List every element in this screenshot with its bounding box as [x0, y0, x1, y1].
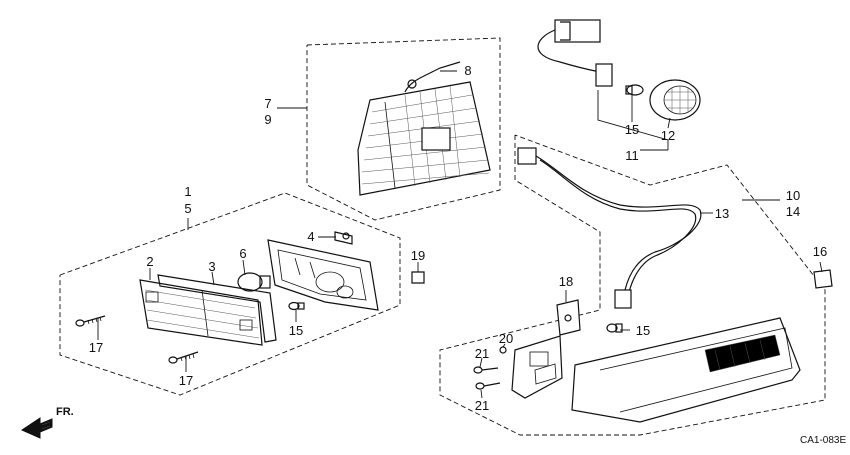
callout-18: 18: [559, 274, 573, 289]
callout-17-lower: 17: [179, 373, 193, 388]
diagram-code: CA1-083E: [800, 435, 846, 446]
grommet: [813, 269, 833, 289]
callout-21-lower: 21: [475, 398, 489, 413]
callout-8: 8: [464, 63, 471, 78]
screw-17-lower: [168, 351, 199, 364]
callout-labels: 1 5 2 3 6 4 19 17 17 15 7 9 8 15 12 11 1…: [89, 63, 827, 413]
callout-9: 9: [264, 112, 271, 127]
callout-4: 4: [307, 229, 314, 244]
front-lens-gasket: [157, 274, 277, 343]
rear-lamp-assembly-boundary: [439, 134, 826, 436]
leader-lines: [97, 70, 823, 399]
front-lamp-assembly-boundary: [59, 192, 401, 396]
callout-7: 7: [264, 96, 271, 111]
front-small-bulb: [288, 301, 305, 311]
rear-mount-plate: [511, 335, 563, 399]
callout-3: 3: [208, 259, 215, 274]
callout-21-upper: 21: [475, 346, 489, 361]
clip-nut: [411, 271, 425, 284]
screw-17-upper: [75, 315, 106, 327]
callout-16: 16: [813, 244, 827, 259]
front-bulb: [237, 272, 271, 292]
side-marker-bulb: [625, 84, 644, 96]
callout-15-side: 15: [625, 122, 639, 137]
callout-14: 14: [786, 204, 800, 219]
front-direction-arrow-icon: [20, 417, 53, 439]
callout-11: 11: [625, 148, 639, 163]
callout-15-front: 15: [289, 323, 303, 338]
side-marker-lens: [649, 79, 701, 121]
callout-19: 19: [411, 248, 425, 263]
corner-lamp: [357, 81, 491, 196]
rear-lamp: [571, 317, 801, 423]
callout-13: 13: [715, 206, 729, 221]
front-clip: [334, 231, 353, 245]
callout-2: 2: [146, 254, 153, 269]
corner-lamp-assembly-boundary: [306, 37, 501, 221]
rear-small-bulb: [606, 323, 623, 333]
callout-15-rear: 15: [636, 323, 650, 338]
front-lens: [139, 279, 263, 346]
corner-socket-wire: [404, 61, 461, 93]
screw-20: [499, 346, 507, 354]
callout-6: 6: [239, 246, 246, 261]
callout-1: 1: [184, 184, 191, 199]
callout-12: 12: [661, 128, 675, 143]
side-marker-socket: [595, 63, 613, 87]
screw-21-lower: [475, 382, 501, 390]
callout-10: 10: [786, 188, 800, 203]
rear-lamp-harness: [517, 147, 702, 309]
callout-20: 20: [499, 331, 513, 346]
callout-5: 5: [184, 201, 191, 216]
screw-21-upper: [473, 366, 499, 374]
side-marker-harness: [537, 19, 601, 73]
front-direction-label: FR.: [56, 406, 74, 418]
callout-17-upper: 17: [89, 340, 103, 355]
front-lamp-housing: [267, 239, 379, 311]
rear-lamp-bracket: [556, 299, 581, 336]
